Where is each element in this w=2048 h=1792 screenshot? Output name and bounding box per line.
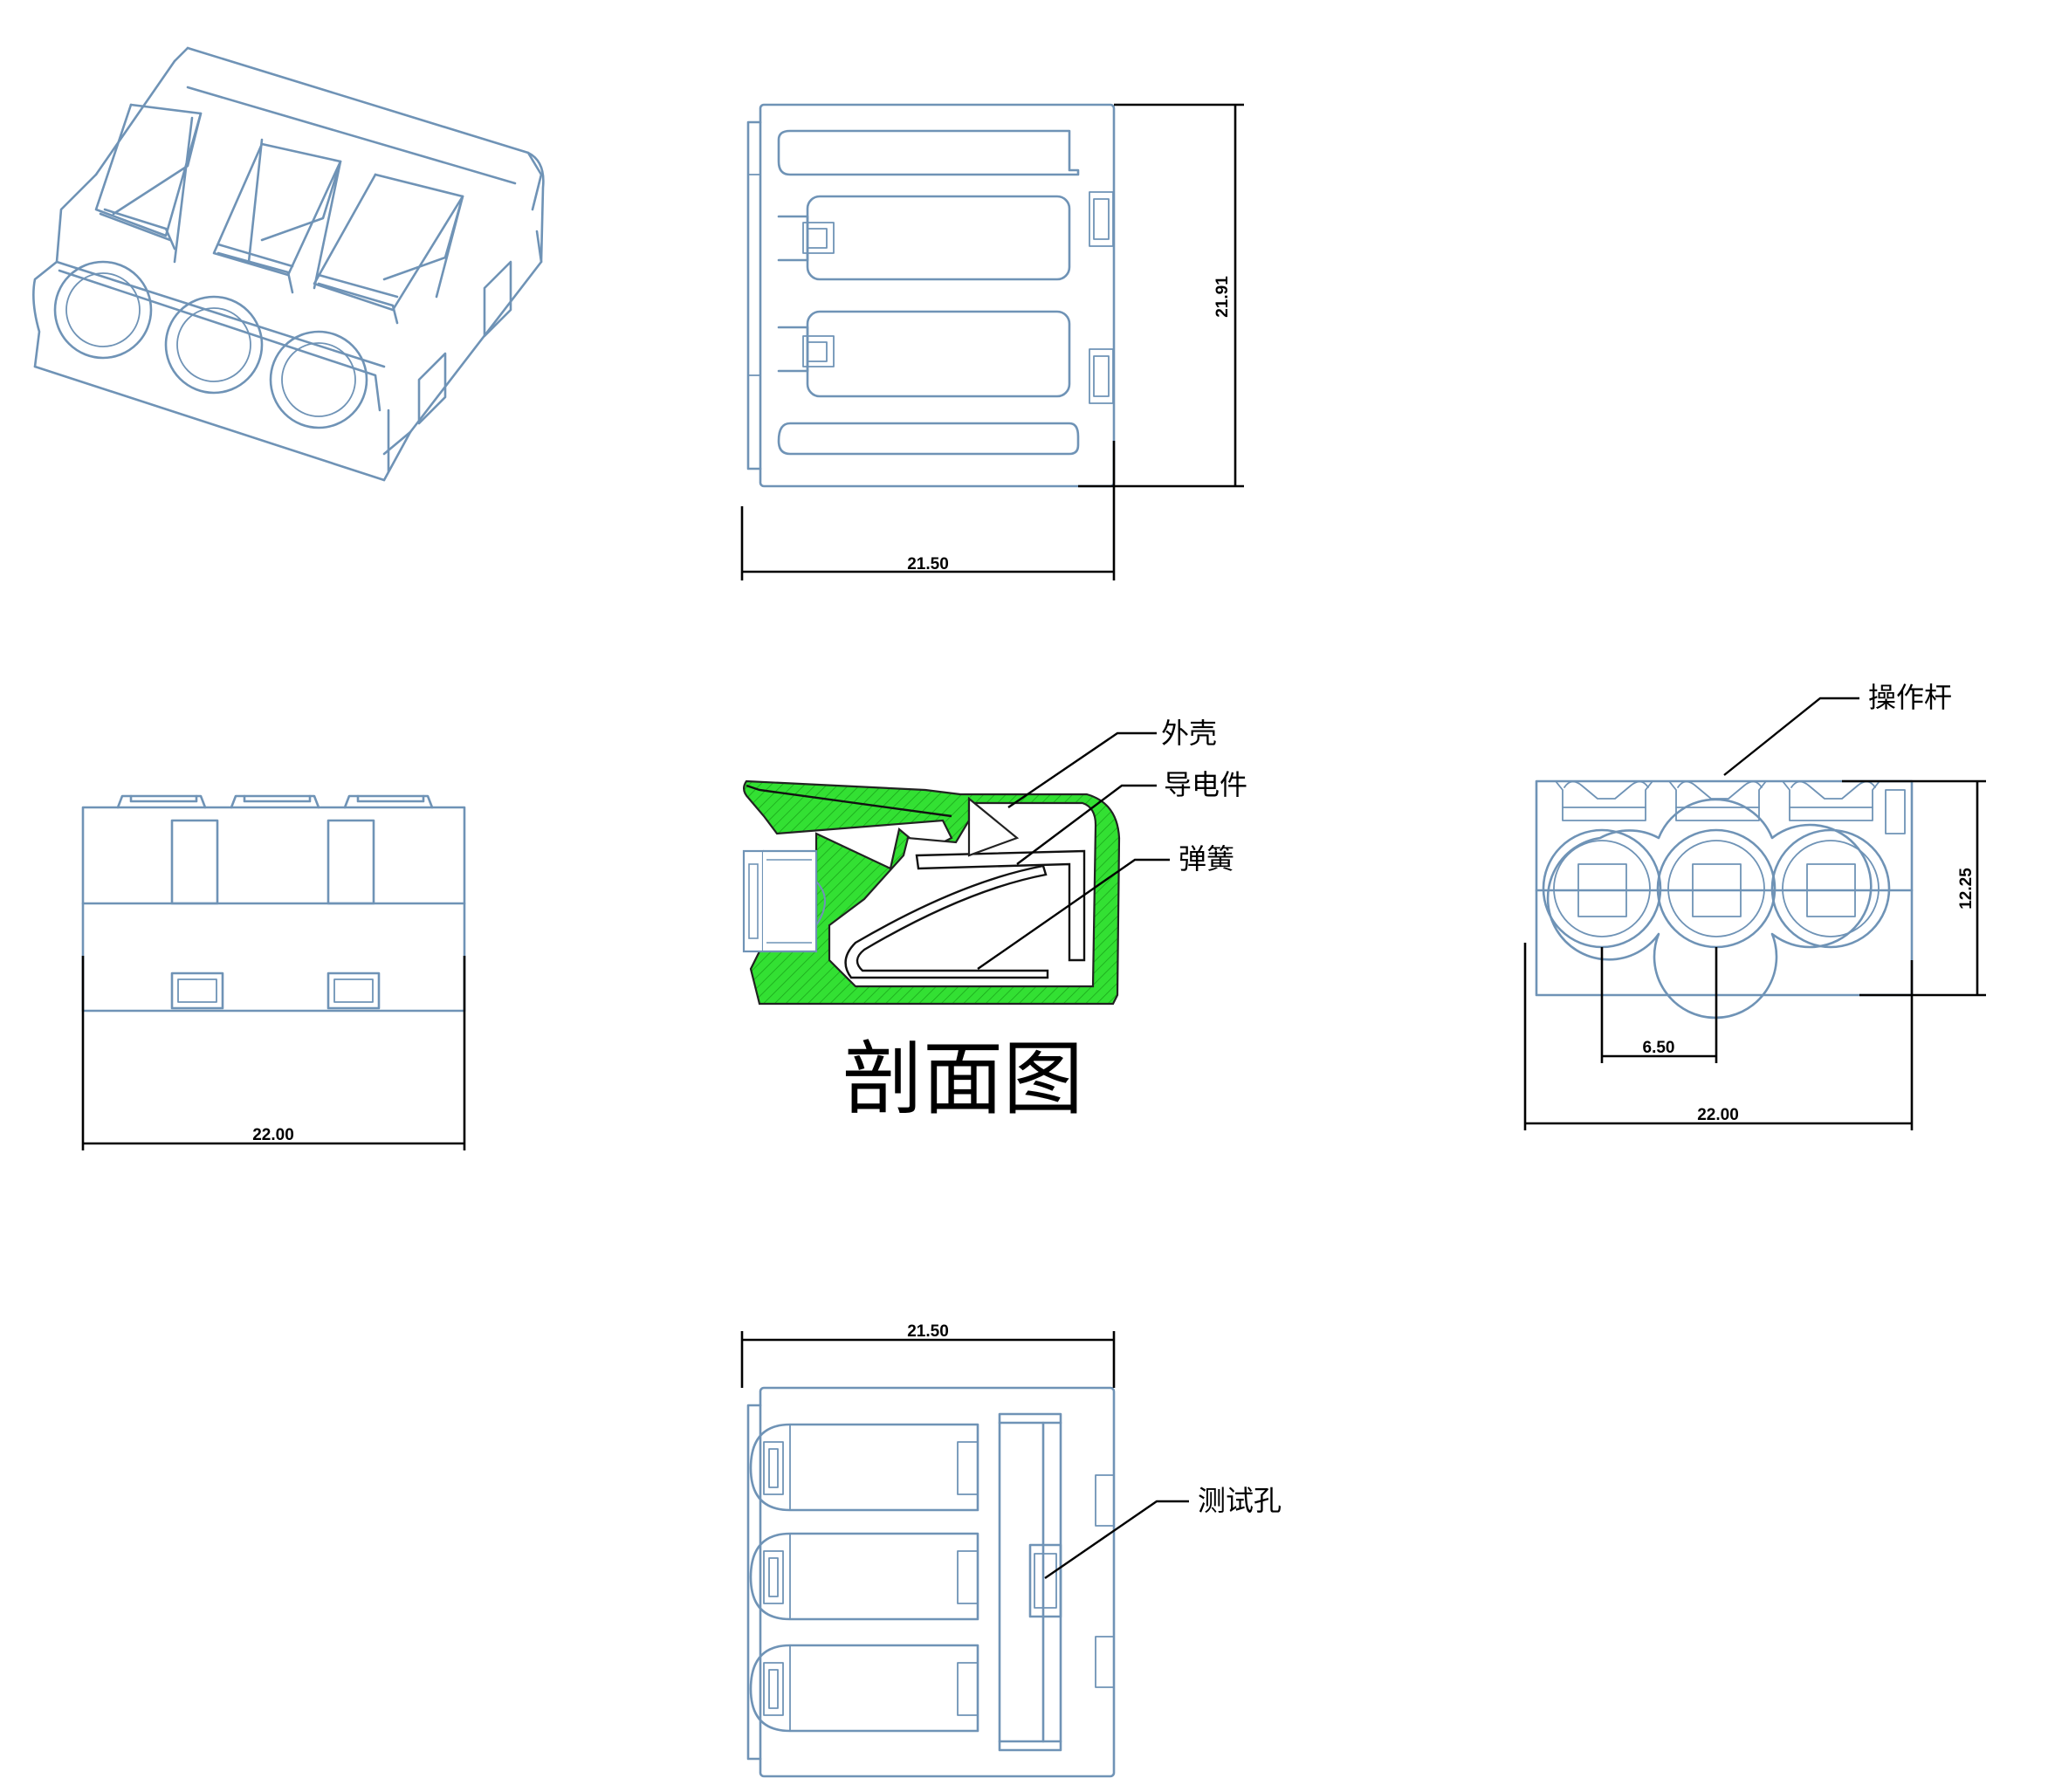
lever-leader xyxy=(1723,697,1859,776)
top-height-dimension: 21.91 xyxy=(1213,276,1232,318)
bottom-view xyxy=(746,1386,1116,1778)
lever-callout: 操作杆 xyxy=(1868,681,1952,714)
conductor-part xyxy=(915,849,1086,962)
side-width-dimension: 22.00 xyxy=(1697,1106,1739,1124)
section-view xyxy=(742,779,1121,1006)
side-view-dimensions xyxy=(1523,779,1986,1130)
side-view xyxy=(1535,779,1914,1020)
front-view xyxy=(81,794,466,1013)
top-width-dimension: 21.50 xyxy=(907,555,949,573)
side-pitch-dimension: 6.50 xyxy=(1643,1039,1675,1057)
isometric-view xyxy=(32,46,545,482)
bottom-width-dimension: 21.50 xyxy=(907,1322,949,1341)
section-leaders xyxy=(977,731,1170,970)
test-hole-leader xyxy=(1044,1500,1189,1579)
spring-callout: 弹簧 xyxy=(1179,842,1234,875)
housing-callout: 外壳 xyxy=(1161,717,1217,750)
front-view-dimensions xyxy=(81,956,466,1150)
front-width-dimension: 22.00 xyxy=(252,1126,294,1144)
test-hole-callout: 测试孔 xyxy=(1198,1484,1282,1517)
top-view-dimensions xyxy=(740,103,1244,580)
side-height-dimension: 12.25 xyxy=(1957,868,1976,910)
conductor-callout: 导电件 xyxy=(1164,768,1247,801)
bottom-view-dimensions xyxy=(740,1331,1116,1388)
top-view xyxy=(746,103,1116,488)
spring-part xyxy=(844,864,1049,979)
section-title: 剖面图 xyxy=(842,1033,1083,1126)
